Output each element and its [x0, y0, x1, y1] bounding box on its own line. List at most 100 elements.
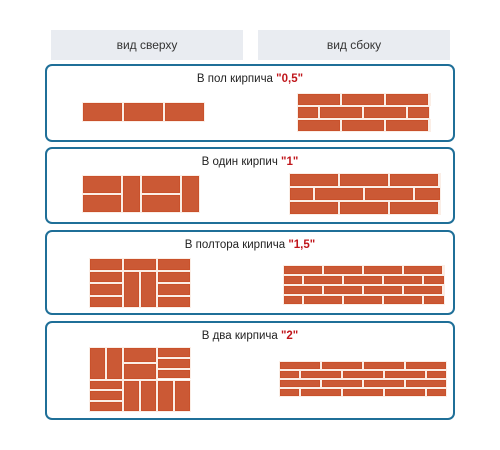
side-view-masonry [279, 361, 447, 397]
panel-title-number: "1" [281, 156, 299, 168]
brick [429, 119, 431, 132]
panel-title-number: "2" [280, 330, 299, 342]
brick [157, 295, 191, 308]
brick [89, 270, 123, 283]
brick [106, 347, 123, 380]
brick [297, 93, 341, 106]
panel-title-text: В два кирпича [201, 330, 281, 342]
brick [122, 175, 141, 213]
brick [314, 187, 364, 201]
brick [385, 93, 429, 106]
panel-title: В один кирпич "1" [47, 156, 453, 168]
brick [323, 285, 363, 295]
brick [363, 361, 405, 370]
brick [89, 283, 123, 296]
brick [405, 379, 447, 388]
brick [319, 106, 363, 119]
header-side-view: вид сбоку [258, 30, 450, 60]
brick [289, 187, 314, 201]
brick [303, 275, 343, 285]
brick [423, 295, 445, 305]
brick [283, 295, 303, 305]
brick [123, 258, 157, 271]
brick [157, 283, 191, 296]
brick [140, 270, 157, 308]
brick [123, 363, 157, 380]
top-view-masonry [89, 258, 191, 308]
brick [123, 102, 164, 122]
brick [439, 201, 441, 215]
brick [303, 295, 343, 305]
panel-one-and-half-brick: В полтора кирпича "1,5" [45, 230, 455, 315]
brick [279, 379, 321, 388]
panel-title-text: В один кирпич [201, 156, 282, 168]
brick [157, 368, 191, 380]
brick [403, 265, 443, 275]
brick [423, 275, 445, 285]
brick [283, 275, 303, 285]
brick [157, 379, 174, 412]
brick [89, 347, 106, 380]
panel-title: В полтора кирпича "1,5" [47, 239, 453, 251]
brick [363, 285, 403, 295]
brick [383, 295, 423, 305]
brick [384, 370, 426, 379]
brick [364, 187, 414, 201]
panel-title: В пол кирпича "0,5" [47, 73, 453, 85]
panel-title-number: "1,5" [288, 239, 316, 251]
brick [363, 106, 407, 119]
brick [426, 370, 447, 379]
side-view-masonry [289, 173, 441, 215]
brick [279, 370, 300, 379]
brick [297, 106, 319, 119]
brick [157, 270, 191, 283]
brick [343, 295, 383, 305]
panel-title: В два кирпича "2" [47, 330, 453, 342]
brick [363, 265, 403, 275]
brick [342, 370, 384, 379]
brick [283, 265, 323, 275]
brick [157, 357, 191, 369]
brick [82, 102, 123, 122]
brick [403, 285, 443, 295]
panel-two-brick: В два кирпича "2" [45, 321, 455, 420]
brick [279, 361, 321, 370]
header-top-view: вид сверху [51, 30, 243, 60]
panel-title-text: В пол кирпича [196, 73, 277, 85]
brick [414, 187, 441, 201]
brick [385, 119, 429, 132]
brick [389, 173, 439, 187]
brick [407, 106, 430, 119]
brick [300, 370, 342, 379]
brick [300, 388, 342, 397]
brick [89, 258, 123, 271]
brick [279, 388, 300, 397]
brick [140, 379, 157, 412]
top-view-masonry [82, 102, 205, 122]
brick [181, 175, 200, 213]
brick [384, 388, 426, 397]
brick [321, 361, 363, 370]
side-view-masonry [283, 265, 445, 305]
brick [123, 379, 140, 412]
brick [443, 265, 445, 275]
brick [89, 295, 123, 308]
brick [157, 347, 191, 358]
brick [429, 93, 431, 106]
brick [321, 379, 363, 388]
brick [82, 175, 122, 194]
brick [405, 361, 447, 370]
top-view-masonry [82, 175, 200, 213]
panel-one-brick: В один кирпич "1" [45, 147, 455, 224]
top-view-masonry [89, 347, 191, 412]
brick [289, 173, 339, 187]
brick [439, 173, 441, 187]
brick [89, 379, 123, 391]
brick [82, 194, 122, 213]
brick [342, 388, 384, 397]
brick [123, 347, 157, 364]
brick [157, 258, 191, 271]
brick [443, 285, 445, 295]
brick [289, 201, 339, 215]
brick [174, 379, 191, 412]
